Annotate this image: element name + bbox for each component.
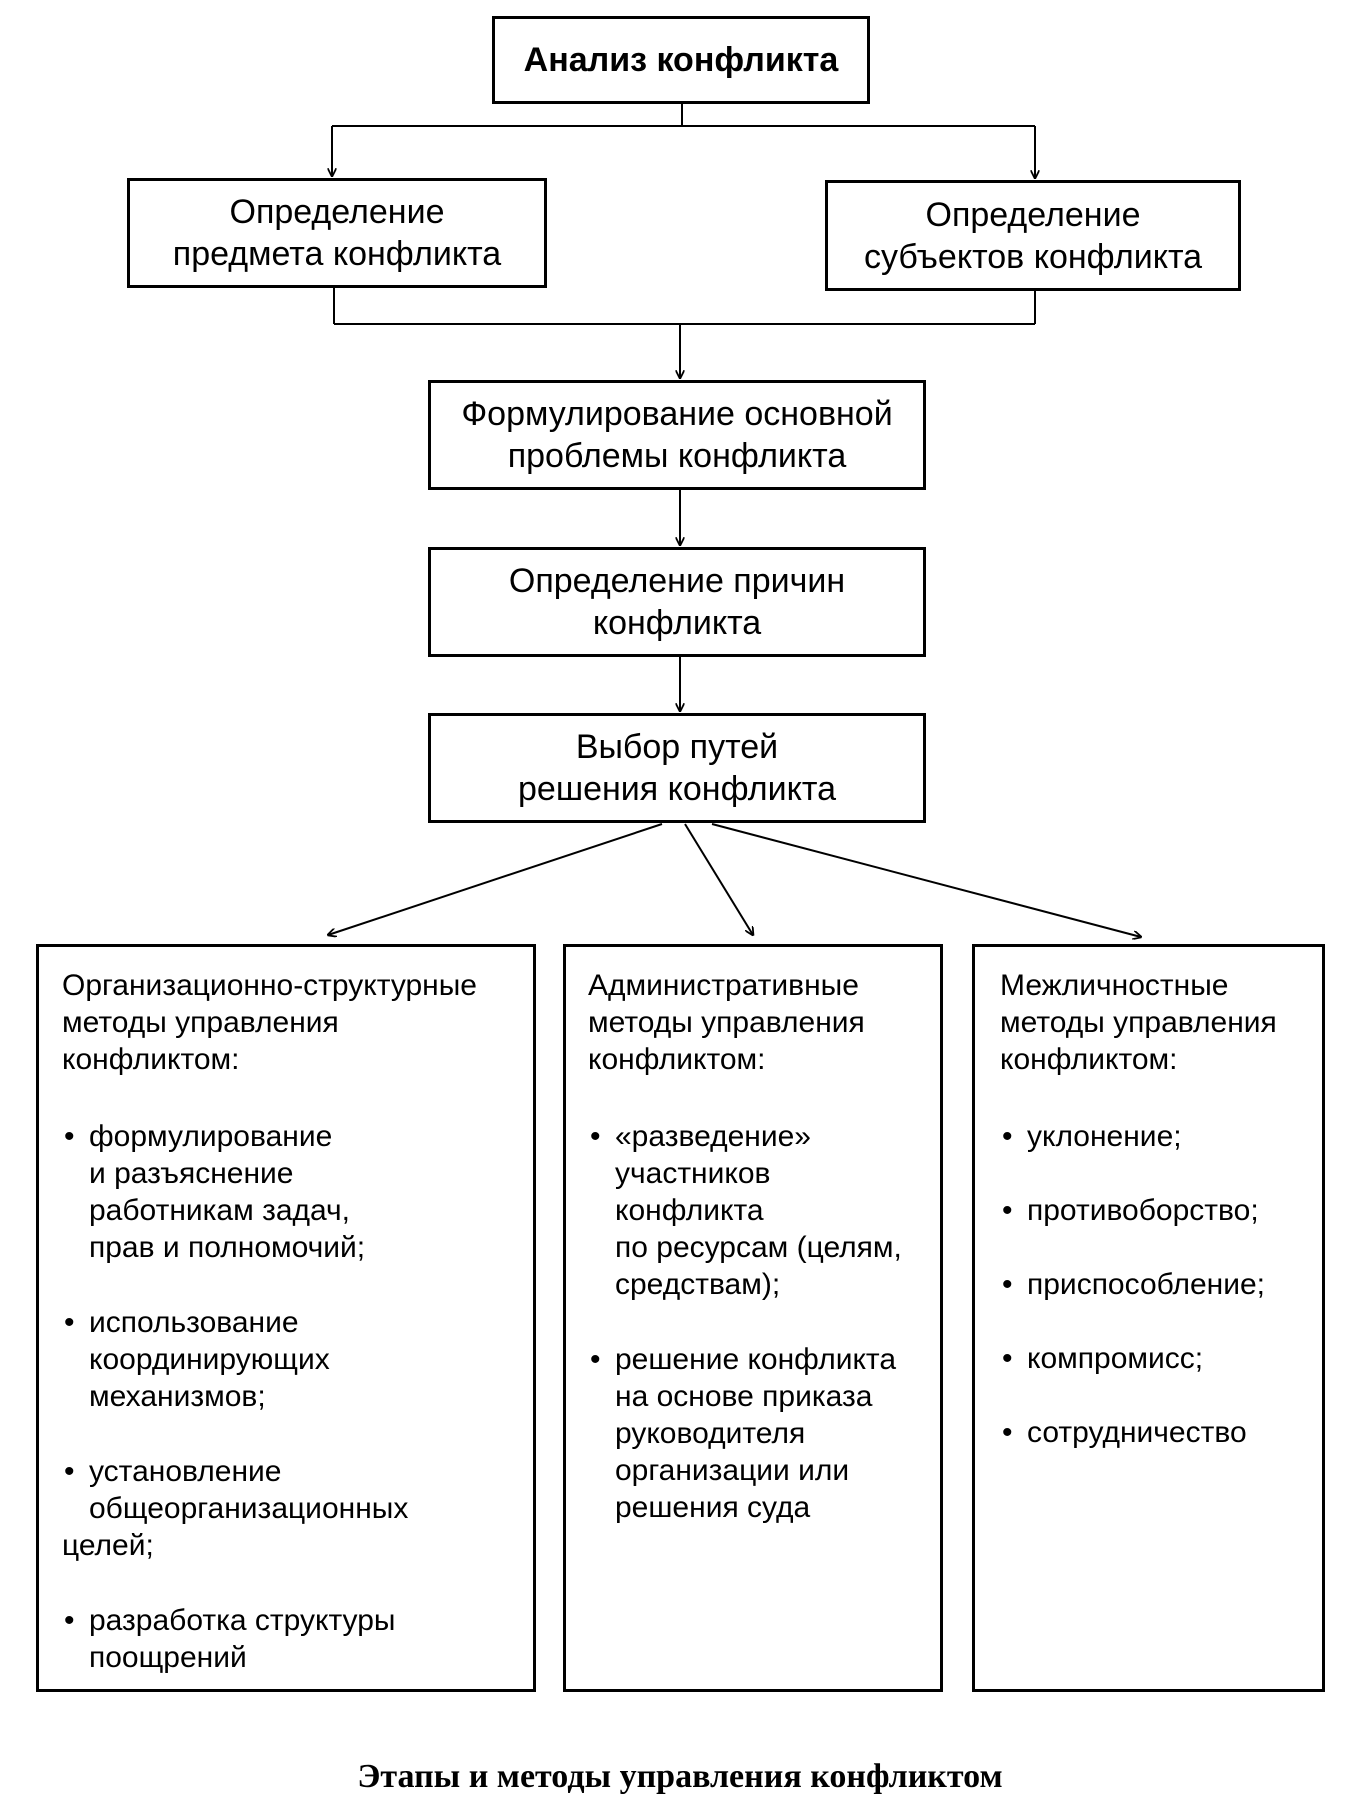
item-line: решение конфликта — [615, 1343, 897, 1376]
list-item: использование координирующих механизмов; — [62, 1304, 533, 1415]
item-line: целей; — [62, 1529, 154, 1562]
merge-connector — [333, 288, 1036, 325]
list-item: формулирование и разъяснение работникам … — [62, 1118, 533, 1266]
problem-label-line2: проблемы конфликта — [507, 437, 847, 475]
item-line: разработка структуры — [89, 1604, 396, 1637]
item-line: руководителя — [615, 1417, 806, 1450]
item-line: решения суда — [615, 1491, 811, 1524]
item-line: установление — [89, 1455, 282, 1488]
arrow-to-administrative — [684, 823, 753, 935]
item-line: координирующих — [89, 1343, 330, 1376]
choice-label-line2: решения конфликта — [518, 770, 836, 808]
figure-caption: Этапы и методы управления конфликтом — [357, 1758, 1003, 1795]
organizational-methods-box: Организационно-структурные методы управл… — [36, 944, 536, 1692]
problem-label-line1: Формулирование основной — [461, 395, 893, 433]
list-item: противоборство; — [1000, 1192, 1322, 1229]
title-line: методы управления — [588, 1006, 865, 1039]
item-line: прав и полномочий; — [89, 1231, 366, 1264]
choice-label-line1: Выбор путей — [575, 728, 779, 766]
analysis-box: Анализ конфликта — [492, 16, 870, 104]
administrative-methods-list: «разведение» участников конфликта по рес… — [588, 1118, 940, 1526]
arrow-to-interpersonal — [711, 823, 1141, 937]
item-line: работникам задач, — [89, 1194, 351, 1227]
parties-definition-box: Определение субъектов конфликта — [825, 180, 1241, 291]
item-line: участников — [615, 1157, 771, 1190]
parties-label-line1: Определение — [925, 195, 1141, 234]
administrative-methods-box: Административные методы управления конфл… — [563, 944, 943, 1692]
item-line: поощрений — [89, 1641, 247, 1674]
organizational-methods-list: формулирование и разъяснение работникам … — [62, 1118, 533, 1676]
title-line: методы управления — [1000, 1006, 1277, 1039]
title-line: конфликтом: — [62, 1043, 240, 1076]
item-line: использование — [89, 1306, 299, 1339]
causes-label-line2: конфликта — [592, 604, 762, 642]
causes-label-line1: Определение причин — [508, 562, 846, 600]
title-line: Административные — [588, 969, 859, 1002]
split-connector-analysis — [332, 104, 1035, 127]
list-item: «разведение» участников конфликта по рес… — [588, 1118, 940, 1303]
administrative-methods-title: Административные методы управления конфл… — [588, 967, 940, 1078]
title-line: Межличностные — [1000, 969, 1229, 1002]
list-item: установление общеорганизационных целей; — [62, 1453, 533, 1564]
item-line: уклонение; — [1027, 1120, 1182, 1153]
list-item: сотрудничество — [1000, 1414, 1322, 1451]
item-line: сотрудничество — [1027, 1416, 1247, 1449]
title-line: Организационно-структурные — [62, 969, 477, 1002]
item-line: конфликта — [615, 1194, 764, 1227]
item-line: противоборство; — [1027, 1194, 1259, 1227]
item-line: «разведение» — [615, 1120, 811, 1153]
solution-choice-box: Выбор путей решения конфликта — [428, 713, 926, 823]
list-item: компромисс; — [1000, 1340, 1322, 1377]
item-line: средствам); — [615, 1268, 781, 1301]
item-line: общеорганизационных — [89, 1492, 409, 1525]
interpersonal-methods-title: Межличностные методы управления конфликт… — [1000, 967, 1322, 1078]
item-line: приспособление; — [1027, 1268, 1266, 1301]
interpersonal-methods-box: Межличностные методы управления конфликт… — [972, 944, 1325, 1692]
subject-definition-box: Определение предмета конфликта — [127, 178, 547, 288]
list-item: разработка структуры поощрений — [62, 1602, 533, 1676]
causes-definition-box: Определение причин конфликта — [428, 547, 926, 657]
interpersonal-methods-list: уклонение; противоборство; приспособлени… — [1000, 1118, 1322, 1451]
arrow-to-organizational — [328, 823, 663, 935]
title-line: конфликтом: — [1000, 1043, 1178, 1076]
analysis-label: Анализ конфликта — [523, 41, 839, 79]
list-item: приспособление; — [1000, 1266, 1322, 1303]
item-line: на основе приказа — [615, 1380, 873, 1413]
item-line: механизмов; — [89, 1380, 266, 1413]
title-line: методы управления — [62, 1006, 339, 1039]
list-item: решение конфликта на основе приказа руко… — [588, 1341, 940, 1526]
list-item: уклонение; — [1000, 1118, 1322, 1155]
title-line: конфликтом: — [588, 1043, 766, 1076]
problem-formulation-box: Формулирование основной проблемы конфлик… — [428, 380, 926, 490]
subject-label-line2: предмета конфликта — [172, 235, 502, 273]
item-line: и разъяснение — [89, 1157, 294, 1190]
subject-label-line1: Определение — [229, 193, 445, 231]
item-line: организации или — [615, 1454, 850, 1487]
organizational-methods-title: Организационно-структурные методы управл… — [62, 967, 533, 1078]
item-line: формулирование — [89, 1120, 333, 1153]
item-line: компромисс; — [1027, 1342, 1204, 1375]
parties-label-line2: субъектов конфликта — [863, 237, 1203, 276]
item-line: по ресурсам (целям, — [615, 1231, 902, 1264]
